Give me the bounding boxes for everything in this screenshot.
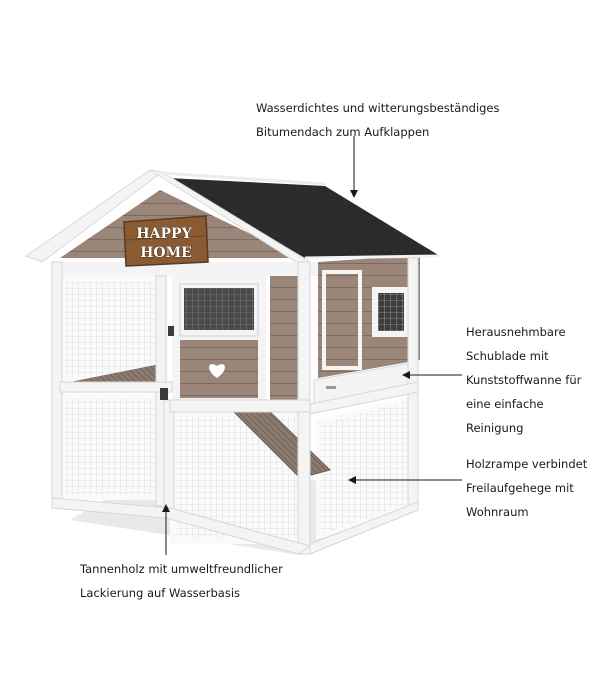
callout-drawer-line: Kunststoffwanne für [466, 373, 582, 387]
upper-mesh-enclosure [60, 276, 168, 394]
callout-ramp: Holzrampe verbindet Freilaufgehege mit W… [466, 452, 587, 524]
callout-roof: Wasserdichtes und witterungsbeständiges … [256, 96, 500, 144]
arrow-ramp [348, 476, 462, 484]
callout-ramp-line: Freilaufgehege mit [466, 481, 574, 495]
front-door [166, 276, 266, 406]
happy-home-sign: HAPPY HOME [123, 215, 209, 267]
callout-drawer-line: eine einfache [466, 397, 544, 411]
callout-roof-line: Bitumendach zum Aufklappen [256, 125, 430, 139]
sign-line-2: HOME [140, 245, 192, 261]
callout-drawer-line: Herausnehmbare [466, 325, 566, 339]
callout-wood-line: Lackierung auf Wasserbasis [80, 586, 241, 600]
arrow-roof [350, 136, 358, 198]
callout-roof-line: Wasserdichtes und witterungsbeständiges [256, 101, 500, 115]
callout-wood-line: Tannenholz mit umweltfreundlicher [80, 562, 283, 576]
callout-drawer-line: Schublade mit [466, 349, 549, 363]
callout-drawer: Herausnehmbare Schublade mit Kunststoffw… [466, 320, 581, 440]
callout-ramp-line: Holzrampe verbindet [466, 457, 588, 471]
arrow-wood [162, 504, 170, 555]
sign-line-1: HAPPY [136, 226, 192, 242]
callout-wood: Tannenholz mit umweltfreundlicher Lackie… [80, 557, 283, 605]
callout-drawer-line: Reinigung [466, 421, 524, 435]
bitumen-roof [24, 169, 441, 263]
hutch-side-wall [318, 255, 420, 378]
hutch-frame [51, 257, 419, 555]
callout-arrows [162, 136, 462, 555]
lower-run-enclosure [60, 392, 412, 544]
arrow-drawer [402, 371, 462, 379]
callout-ramp-line: Wohnraum [466, 505, 529, 519]
